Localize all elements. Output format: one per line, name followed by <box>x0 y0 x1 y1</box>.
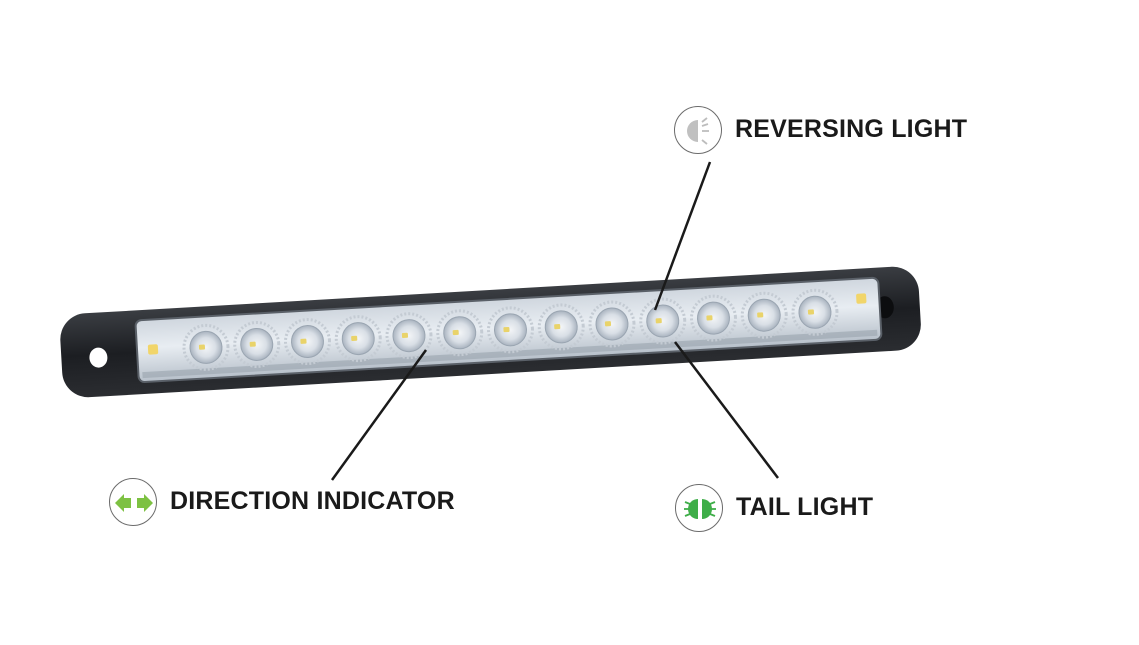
reversing-light-label: REVERSING LIGHT <box>735 115 968 143</box>
led-lens <box>696 301 730 335</box>
led-chip <box>706 315 713 321</box>
reversing-light-leader <box>653 161 712 311</box>
led-lens <box>747 298 781 332</box>
led-lens <box>544 310 578 344</box>
led-reflector <box>588 300 636 348</box>
amber-led-right <box>856 293 867 304</box>
led-lens <box>341 322 375 356</box>
led-reflector <box>436 309 484 357</box>
led-reflector <box>689 294 737 342</box>
tail-light-icon <box>675 484 723 532</box>
led-lens <box>290 325 324 359</box>
led-reflector <box>740 291 788 339</box>
led-lens <box>798 295 832 329</box>
led-lens <box>646 304 680 338</box>
led-chip <box>503 326 510 333</box>
amber-led-left <box>147 344 159 355</box>
reversing-light-icon <box>674 106 722 154</box>
led-chip <box>655 318 662 324</box>
led-chip <box>452 329 459 336</box>
led-reflector <box>537 303 585 351</box>
led-lens <box>595 307 629 341</box>
tail-light-label: TAIL LIGHT <box>736 493 874 521</box>
led-chip <box>807 309 815 315</box>
led-chip <box>554 324 561 330</box>
led-reflector <box>182 323 230 371</box>
led-reflector <box>334 315 382 363</box>
led-reflector <box>385 312 433 360</box>
led-lens <box>493 313 527 347</box>
led-lens <box>392 319 426 353</box>
led-reflector <box>639 297 687 345</box>
direction-indicator-icon <box>109 478 157 526</box>
direction-indicator-label: DIRECTION INDICATOR <box>170 487 455 515</box>
tail-light-leader <box>674 341 779 479</box>
led-chip <box>198 344 206 350</box>
led-chip <box>351 335 358 341</box>
mounting-hole-left <box>89 347 108 368</box>
led-chip <box>300 338 307 344</box>
led-chip <box>604 321 612 327</box>
led-lens <box>189 330 223 364</box>
led-reflector <box>486 306 534 354</box>
led-lens <box>240 327 274 361</box>
led-lens <box>443 316 477 350</box>
led-chip <box>757 312 764 318</box>
led-chip <box>249 341 256 347</box>
led-chip <box>401 332 409 339</box>
led-reflector <box>283 318 331 366</box>
led-reflector <box>791 288 839 336</box>
direction-indicator-leader <box>330 349 428 481</box>
led-reflector <box>233 320 281 368</box>
light-bar-housing <box>60 266 921 398</box>
